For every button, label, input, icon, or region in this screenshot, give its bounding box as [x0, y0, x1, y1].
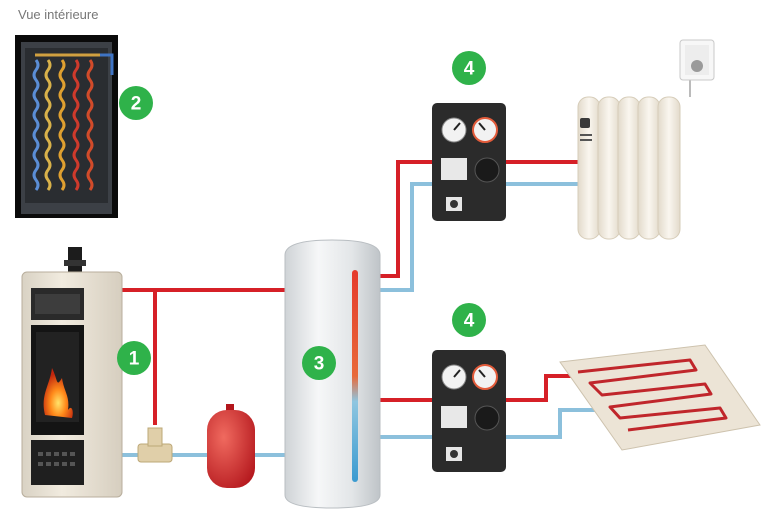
- marker-2-label: 2: [131, 94, 142, 115]
- hot-pipe-to-floor: [506, 374, 575, 402]
- marker-3: 3: [302, 346, 336, 380]
- thermostat-icon: [679, 39, 715, 81]
- cold-pipe-from-floor: [506, 408, 620, 439]
- marker-4-radiator: 4: [452, 51, 486, 85]
- marker-2: 2: [119, 86, 153, 120]
- heat-exchanger-icon: [15, 35, 118, 218]
- pump-station-icon: [432, 350, 506, 472]
- expansion-vessel-icon: [207, 404, 255, 488]
- cold-pipe-tank-to-radiator-pump: [378, 182, 432, 292]
- hot-pipe-tank-to-radiator-pump: [378, 160, 432, 278]
- marker-4a-label: 4: [464, 59, 475, 80]
- underfloor-heating-icon: [559, 344, 761, 451]
- marker-4-underfloor: 4: [452, 303, 486, 337]
- marker-3-label: 3: [314, 354, 325, 375]
- marker-1: 1: [117, 341, 151, 375]
- stove-icon: [21, 247, 123, 498]
- flame-icon: [43, 368, 73, 418]
- pipe-network: [120, 160, 620, 457]
- radiator-icon: [577, 66, 691, 240]
- marker-4b-label: 4: [464, 311, 475, 332]
- pump-station-icon: [432, 103, 506, 221]
- buffer-tank-icon: [284, 239, 381, 509]
- marker-1-label: 1: [129, 349, 140, 370]
- interior-view-caption: Vue intérieure: [18, 7, 99, 22]
- tee-fitting-icon: [137, 427, 173, 463]
